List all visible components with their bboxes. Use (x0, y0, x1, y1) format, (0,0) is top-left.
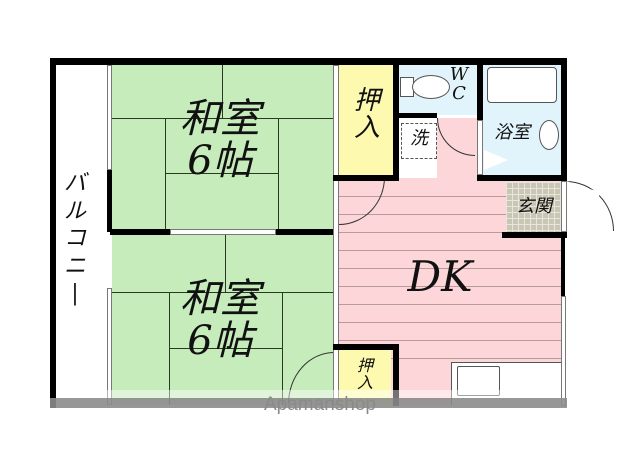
genkan-bottom-wall (502, 232, 567, 238)
bath-door-frame (477, 120, 483, 175)
outer-wall-left (50, 58, 56, 408)
fusuma-between-washitsu (170, 229, 276, 235)
oshiire-bottom-right-wall (393, 344, 399, 406)
sink-icon (457, 366, 500, 396)
oshiire-bottom (339, 350, 391, 405)
window-balcony-top (107, 65, 112, 170)
wc-bottom-wall (397, 113, 437, 118)
base-strip (50, 398, 567, 408)
washer-label: 洗 (410, 128, 428, 149)
entrance-door[interactable] (566, 181, 614, 231)
toilet-bowl-icon (412, 75, 450, 99)
outer-wall-right-lower (561, 236, 565, 296)
wall-between-washitsu (110, 229, 170, 235)
wc-label: W C (449, 64, 469, 104)
balcony (52, 60, 110, 405)
oshiire-bottom-label: 押 入 (356, 356, 373, 392)
wall-between-washitsu-right (276, 229, 336, 235)
wc (398, 65, 478, 115)
entrance-door-opening (561, 181, 567, 232)
outer-wall-top (50, 58, 567, 65)
washbasin-icon (539, 120, 559, 150)
oshiire-bottom-top-wall (333, 344, 399, 350)
genkan (506, 182, 562, 234)
washitsu-top-label: 和室 6帖 (180, 96, 260, 184)
yokushitsu-label: 浴室 (494, 122, 530, 143)
bathtub-icon (487, 67, 557, 103)
wc-right-wall (477, 60, 483, 120)
window-balcony-bottom (107, 288, 112, 405)
outer-wall-right-upper (561, 58, 567, 236)
watermark: Apamanshop (264, 394, 376, 415)
bath-door-icon[interactable] (484, 150, 508, 170)
balcony-wall-mid (107, 170, 112, 232)
oshiire-top-label: 押 入 (353, 86, 380, 144)
balcony-label: バ ル コ ニ | (63, 171, 86, 306)
dk-label: DK (407, 252, 473, 301)
washer-space (401, 123, 437, 159)
washitsu-bottom-label: 和室 6帖 (180, 276, 260, 364)
fusuma-washitsu-dk (333, 65, 339, 405)
oshiire-top-bottom-wall (333, 175, 399, 181)
base-strip-fade (56, 390, 561, 398)
kitchen-counter (451, 362, 561, 405)
oshiire-top-right-wall (393, 65, 399, 181)
washitsu-top (112, 65, 334, 230)
oshiire-top (339, 65, 395, 175)
bath-bottom-wall (477, 175, 567, 181)
window-right (561, 296, 566, 406)
genkan-label: 玄関 (516, 196, 552, 217)
